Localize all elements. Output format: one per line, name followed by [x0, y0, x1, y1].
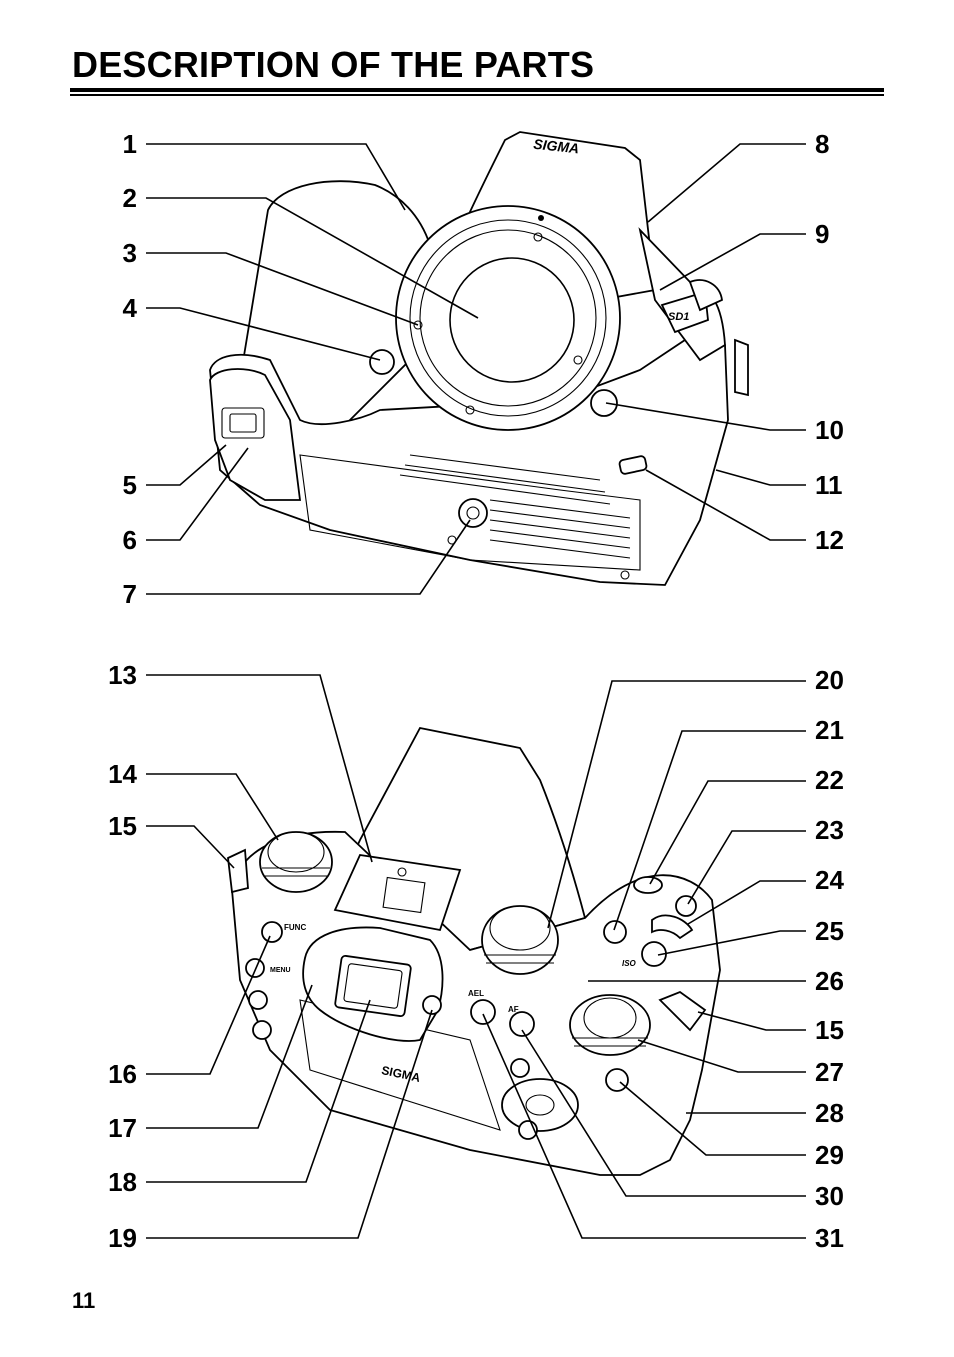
callout-3: 3: [122, 238, 137, 268]
camera-front-drawing: SD1 SIGMA: [209, 131, 749, 586]
callout-12: 12: [815, 525, 844, 555]
callout-27: 27: [815, 1057, 844, 1087]
menu-label: MENU: [270, 967, 291, 974]
callout-10: 10: [815, 415, 844, 445]
callout-25: 25: [815, 916, 844, 946]
callout-5: 5: [122, 470, 137, 500]
camera-back-drawing: FUNC MENU SIGMA ISO AEL A: [227, 726, 721, 1176]
brand-logo-front: SIGMA: [533, 136, 580, 157]
callout-13: 13: [108, 660, 137, 690]
callout-4: 4: [122, 293, 137, 323]
callout-21: 21: [815, 715, 844, 745]
callout-19: 19: [108, 1223, 137, 1253]
model-badge-text: SD1: [668, 311, 689, 323]
callout-14: 14: [108, 759, 137, 789]
callout-7: 7: [122, 579, 137, 609]
callout-6: 6: [122, 525, 137, 555]
callout-15-left: 15: [108, 811, 137, 841]
callout-9: 9: [815, 219, 830, 249]
front-leader-lines: [146, 143, 806, 595]
func-label: FUNC: [284, 923, 306, 932]
callout-18: 18: [108, 1167, 137, 1197]
ael-label: AEL: [468, 989, 484, 998]
title-underline-thin: [70, 94, 884, 96]
callout-26: 26: [815, 966, 844, 996]
callout-29: 29: [815, 1140, 844, 1170]
callout-17: 17: [108, 1113, 137, 1143]
page-title: DESCRIPTION OF THE PARTS: [72, 44, 595, 85]
callout-2: 2: [122, 183, 137, 213]
callout-23: 23: [815, 815, 844, 845]
callout-16: 16: [108, 1059, 137, 1089]
callout-1: 1: [122, 129, 137, 159]
callout-30: 30: [815, 1181, 844, 1211]
callout-28: 28: [815, 1098, 844, 1128]
callout-11: 11: [815, 470, 843, 500]
callout-8: 8: [815, 129, 830, 159]
callout-15-right: 15: [815, 1015, 844, 1045]
callout-20: 20: [815, 665, 844, 695]
callout-22: 22: [815, 765, 844, 795]
iso-label: ISO: [622, 959, 637, 968]
back-leader-lines: [146, 674, 806, 1239]
af-label: AF: [508, 1005, 519, 1014]
title-underline: [70, 88, 884, 92]
page-number: 11: [72, 1288, 96, 1313]
callout-24: 24: [815, 865, 844, 895]
callout-31: 31: [815, 1223, 844, 1253]
